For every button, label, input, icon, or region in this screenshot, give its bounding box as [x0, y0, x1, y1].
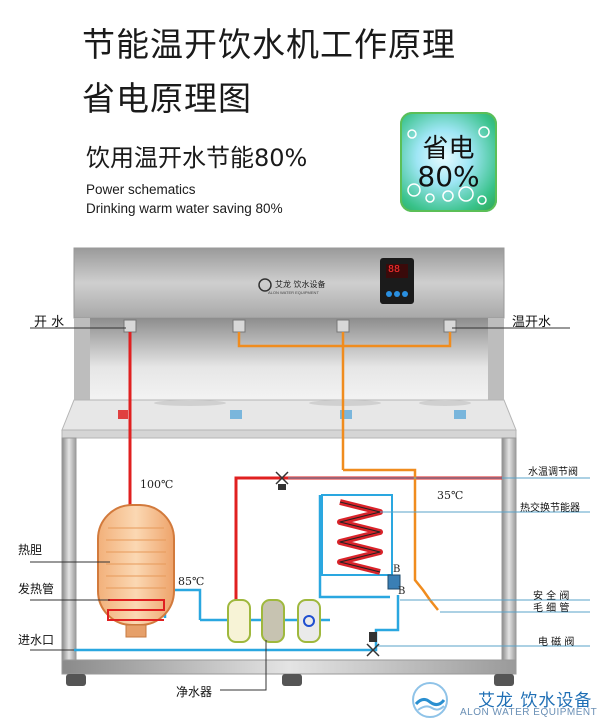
temp-35: 35℃	[437, 489, 464, 502]
temp-85: 85℃	[178, 575, 205, 588]
subtitle-en: Power schematics Drinking warm water sav…	[86, 180, 283, 218]
label-purifier: 净水器	[176, 685, 213, 699]
subtitle-cn: 饮用温开水节能80%	[86, 144, 308, 172]
label-water-inlet: 进水口	[18, 633, 55, 647]
heat-exchanger-coil	[321, 494, 393, 576]
subtitle-en-line-1: Power schematics	[86, 182, 196, 197]
temp-100: 100℃	[140, 478, 174, 491]
valves	[275, 471, 401, 657]
machine-brand-sub: ALON WATER EQUIPMENT	[268, 290, 319, 295]
label-solenoid-valve: 电 磁 阀	[538, 637, 575, 648]
title-line-1: 节能温开饮水机工作原理	[82, 25, 456, 64]
label-water-temp-valve: 水温调节阀	[528, 467, 578, 478]
machine-top-panel	[73, 247, 505, 400]
machine-frame	[61, 437, 517, 686]
footer-brand-cn: 艾龙 饮水设备	[478, 691, 593, 711]
badge-line-2: 80%	[417, 160, 480, 193]
machine-display: 88	[388, 264, 401, 275]
label-warm-water: 温开水	[512, 315, 552, 330]
subtitle-en-line-2: Drinking warm water saving 80%	[86, 201, 283, 216]
label-heat-exchanger: 热交换节能器	[520, 503, 580, 514]
label-capillary: 毛 细 管	[533, 603, 570, 614]
label-heater-tank: 热胆	[18, 543, 43, 557]
valve-letter-b1: B	[393, 564, 401, 575]
purifier-cartridges	[227, 599, 321, 643]
label-heating-tube: 发热管	[18, 582, 55, 596]
footer-brand-en: ALON WATER EQUIPMENT	[460, 707, 598, 718]
bubbles-icon	[407, 126, 490, 205]
energy-saving-badge: 省电 80%	[400, 112, 497, 212]
company-logo-icon	[412, 682, 448, 718]
machine-counter	[61, 399, 517, 439]
title-line-2: 省电原理图	[82, 79, 252, 118]
warm-water-line	[237, 332, 452, 611]
heater-tank	[97, 504, 175, 638]
machine-brand-text: 艾龙 饮水设备	[275, 280, 326, 289]
label-safety-valve: 安 全 阀	[533, 591, 570, 602]
leader-lines	[30, 327, 590, 691]
badge-line-1: 省电	[422, 134, 475, 164]
label-open-water: 开 水	[34, 315, 65, 330]
valve-letter-b2: B	[398, 586, 406, 597]
